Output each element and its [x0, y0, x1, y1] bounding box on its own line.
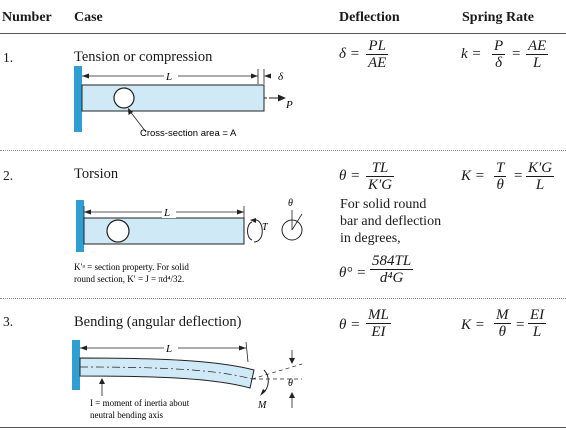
row3-deflection-lhs: θ = [339, 317, 361, 333]
row1-spring-lhs: k = [461, 46, 482, 62]
row3-spring-fraction-1: M θ [494, 307, 511, 340]
header-number: Number [2, 10, 52, 25]
row3-spring-lhs: K = [461, 317, 485, 333]
label-L: L [165, 71, 172, 83]
row2-spring-fraction-1: T θ [494, 160, 507, 193]
torque-arc [247, 221, 253, 241]
header-deflection: Deflection [339, 10, 400, 25]
row3-spring-num2: EI [530, 307, 545, 323]
row2-spring-num1: T [496, 160, 505, 176]
label-theta: θ [288, 378, 293, 389]
cross-section-circle [106, 219, 130, 243]
row1-deflection-lhs: δ = [339, 46, 360, 62]
label-L: L [165, 343, 172, 355]
row2-deflection-den: K′G [366, 176, 395, 193]
row2-deflection-lhs: θ = [339, 168, 361, 184]
row3-spring-eq: = [516, 317, 525, 333]
neutral-axis [79, 366, 253, 380]
bar [81, 84, 265, 112]
row2-deflection2-den: d⁴G [370, 269, 414, 286]
row2-deflection-num: TL [371, 160, 389, 176]
table-bottom-rule [0, 427, 566, 428]
row3-number: 3. [3, 314, 14, 329]
row2-deflection2-lhs: θ° = [339, 265, 367, 281]
label-theta: θ [288, 198, 293, 209]
row-divider-2 [0, 298, 566, 299]
row3-deflection-den: EI [366, 323, 391, 340]
row3-case: Bending (angular deflection) [74, 314, 242, 330]
row2-spring-fraction-2: K′G L [526, 160, 555, 193]
force-arrow [278, 94, 286, 102]
row1-caption: Cross-section area = A [140, 128, 237, 139]
wall-support [76, 200, 84, 252]
row1-spring-num1: P [494, 38, 504, 54]
row3-deflection-num: ML [368, 307, 389, 323]
row2-spring-num2: K′G [528, 160, 553, 176]
row1-deflection-num: PL [368, 38, 386, 54]
row2-spring-den1: θ [494, 176, 507, 193]
row2-caption-line2: round section, K′ = J = πd⁴/32. [74, 274, 184, 284]
label-T: T [262, 222, 269, 233]
row2-note-line1: For solid round [340, 197, 427, 212]
wall-support [72, 340, 80, 390]
header-spring-rate: Spring Rate [462, 10, 534, 25]
row1-spring-fraction-2: AE L [526, 38, 549, 71]
row2-note-line2: bar and deflection [340, 214, 442, 229]
row2-spring-eq: = [514, 168, 523, 184]
header-case: Case [74, 10, 103, 25]
label-M: M [257, 400, 267, 411]
row3-caption-line1: I = moment of inertia about [90, 398, 190, 408]
row1-spring-eq: = [512, 46, 521, 62]
row1-spring-den2: L [526, 54, 549, 71]
row1-case: Tension or compression [74, 49, 213, 65]
row2-note-line3: in degrees, [340, 231, 401, 246]
row2-note: For solid round bar and deflection in de… [340, 196, 441, 247]
row1-spring-den1: δ [492, 54, 506, 71]
row1-figure: L δ P Cross-section area = A [74, 66, 293, 139]
cross-section-circle [113, 87, 135, 109]
bent-beam [79, 357, 255, 389]
label-P: P [285, 99, 293, 111]
row2-deflection2-num: 584TL [372, 253, 412, 269]
row1-number: 1. [3, 50, 14, 65]
row2-case: Torsion [74, 166, 119, 182]
row3-spring-den2: L [528, 323, 547, 340]
header-rule [0, 33, 566, 34]
row2-deflection-fraction: TL K′G [366, 160, 395, 193]
row-divider-1 [0, 150, 566, 151]
row1-spring-fraction-1: P δ [492, 38, 506, 71]
row2-figure: L T θ K′ᵃ = section property. For solid … [74, 198, 303, 284]
wall-support [74, 66, 82, 132]
row1-deflection-fraction: PL AE [366, 38, 389, 71]
row2-number: 2. [3, 168, 14, 183]
row2-deflection2-fraction: 584TL d⁴G [370, 253, 414, 286]
label-delta: δ [278, 71, 284, 83]
row2-spring-den2: L [526, 176, 555, 193]
label-L: L [163, 207, 170, 219]
row3-spring-fraction-2: EI L [528, 307, 547, 340]
row3-spring-num1: M [496, 307, 509, 323]
row2-caption-line1: K′ᵃ = section property. For solid [74, 262, 189, 272]
row1-deflection-den: AE [366, 54, 389, 71]
row1-spring-num2: AE [528, 38, 547, 54]
row3-caption-line2: neutral bending axis [90, 410, 163, 420]
row3-deflection-fraction: ML EI [366, 307, 391, 340]
row3-figure: L M θ I = moment of inertia about neutra… [72, 340, 303, 420]
row2-spring-lhs: K = [461, 168, 485, 184]
row3-spring-den1: θ [494, 323, 511, 340]
